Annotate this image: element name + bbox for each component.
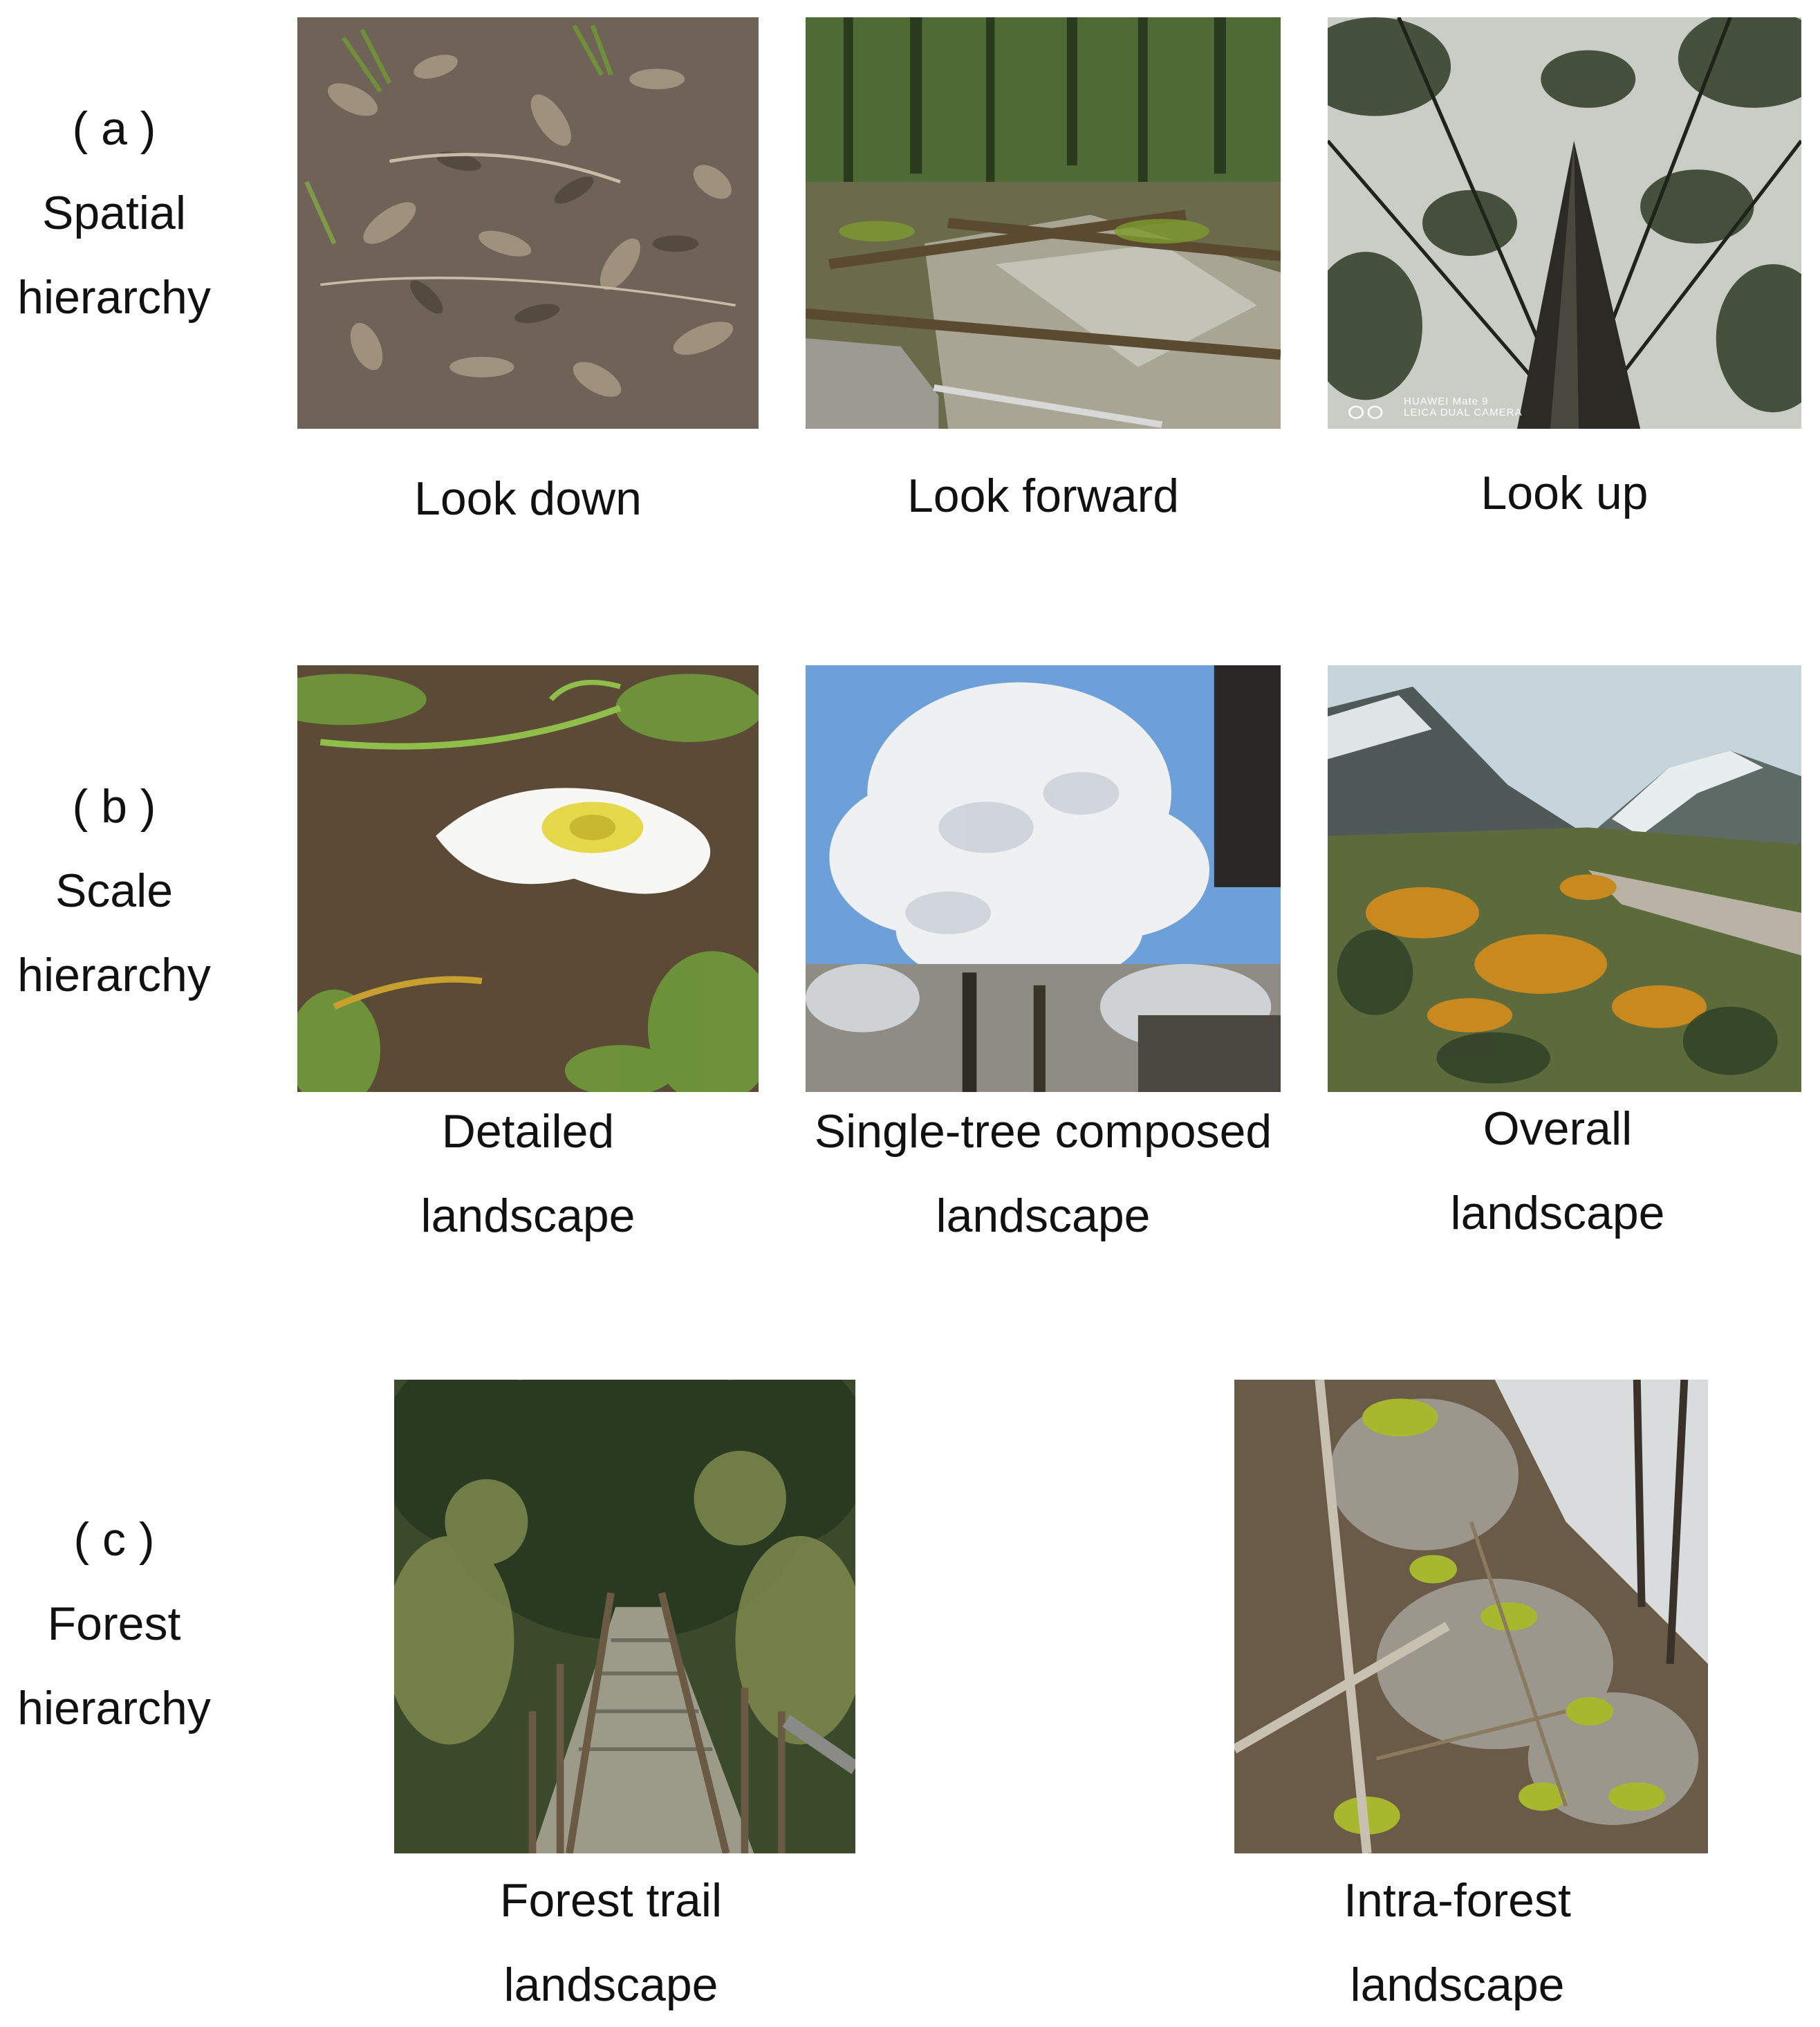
row-label-forest: ( c ) Forest hierarchy — [0, 1497, 228, 1750]
caption-detailed-landscape: Detailed landscape — [420, 1105, 635, 1242]
caption-single-tree-landscape: Single-tree composed landscape — [814, 1105, 1272, 1242]
caption-look-forward: Look forward — [907, 470, 1180, 522]
caption-look-down: Look down — [414, 472, 642, 525]
photo-detailed-landscape — [297, 665, 759, 1092]
photo-overall-landscape — [1328, 665, 1801, 1092]
caption-forest-trail-landscape: Forest trail landscape — [499, 1874, 723, 2011]
photo-forest-trail-landscape — [394, 1380, 855, 1853]
row-title-line2: hierarchy — [17, 949, 211, 1001]
photo-look-up: HUAWEI Mate 9 LEICA DUAL CAMERA — [1328, 17, 1801, 429]
caption-intra-forest-landscape: Intra-forest landscape — [1344, 1874, 1571, 2011]
caption-look-up: Look up — [1480, 467, 1649, 519]
photo-intra-forest-landscape — [1234, 1380, 1708, 1853]
row-title-line1: Scale — [55, 864, 174, 917]
camera-watermark: HUAWEI Mate 9 LEICA DUAL CAMERA — [1404, 396, 1523, 418]
row-letter: ( a ) — [72, 102, 156, 155]
photo-single-tree-landscape — [806, 665, 1281, 1092]
row-letter: ( b ) — [72, 780, 156, 833]
row-title-line2: hierarchy — [17, 1682, 211, 1734]
row-label-spatial: ( a ) Spatial hierarchy — [0, 86, 228, 340]
row-title-line1: Forest — [47, 1598, 181, 1650]
row-label-scale: ( b ) Scale hierarchy — [0, 764, 228, 1017]
caption-overall-landscape: Overall landscape — [1450, 1102, 1665, 1239]
photo-look-forward — [806, 17, 1281, 429]
photo-look-down — [297, 17, 759, 429]
row-letter: ( c ) — [73, 1513, 155, 1566]
row-title-line1: Spatial — [42, 187, 186, 239]
row-title-line2: hierarchy — [17, 271, 211, 324]
